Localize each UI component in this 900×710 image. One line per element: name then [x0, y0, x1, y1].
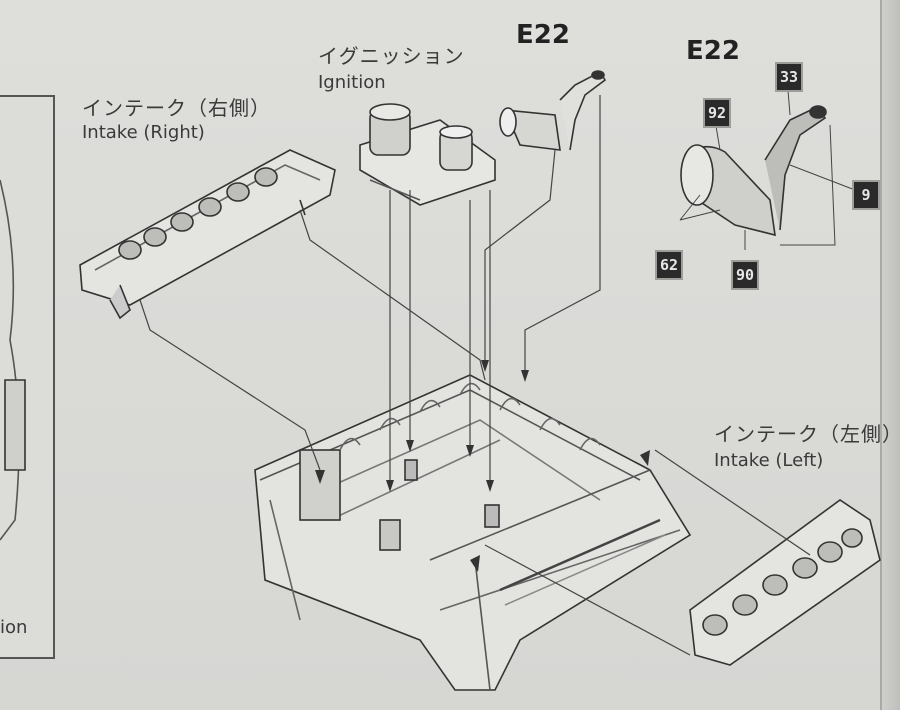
previous-step-box: ion [0, 95, 55, 659]
intake-left-part [689, 499, 881, 666]
ignition-jp-label: イグニッション [318, 44, 465, 68]
part-number-badge-92: 92 [703, 98, 731, 128]
intake-left-jp-label: インテーク（左側） [714, 422, 900, 446]
ignition-part [359, 103, 496, 206]
e22-code-label: E22 [516, 20, 570, 50]
e22-part [499, 70, 607, 151]
ignition-en-label: Ignition [318, 72, 386, 93]
intake-right-en-label: Intake (Right) [82, 122, 205, 143]
part-number-badge-62: 62 [655, 250, 683, 280]
intake-right-part [79, 149, 336, 320]
engine-block [254, 374, 692, 691]
part-number-badge-33: 33 [775, 62, 803, 92]
e22-detail-view [679, 89, 856, 250]
intake-right-jp-label: インテーク（右側） [82, 96, 271, 120]
e22-detail-code-label: E22 [686, 36, 740, 66]
intake-left-en-label: Intake (Left) [714, 450, 824, 471]
previous-step-caption: ion [0, 617, 28, 638]
part-number-badge-90: 90 [731, 260, 759, 290]
page-edge [880, 0, 900, 710]
part-number-badge-9: 9 [852, 180, 880, 210]
assembly-guide-lines [139, 95, 811, 656]
